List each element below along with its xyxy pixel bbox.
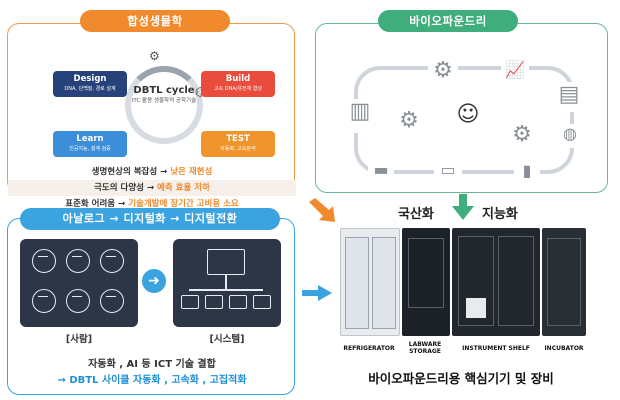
- fridge-door: [372, 237, 396, 329]
- person-icon: [66, 249, 90, 273]
- robot-arm-icon: ⚙: [149, 49, 160, 63]
- dbtl-test-sub: 자동화, 고속분석: [220, 146, 256, 152]
- synbio-header: 합성생물학: [80, 10, 230, 32]
- network-line: [225, 275, 227, 289]
- biofoundry-header: 바이오파운드리: [378, 10, 518, 32]
- equipment-title: 바이오파운드리용 핵심기기 및 장비: [368, 371, 554, 386]
- issue-arrow: →: [118, 199, 126, 209]
- equipment-label: INSTRUMENT SHELF: [462, 345, 530, 352]
- robot-arm-icon: ⚙: [508, 122, 536, 148]
- lab-instrument-icon: ▥: [346, 99, 374, 133]
- monitor-icon: [181, 295, 199, 309]
- issue-row: 표준화 어려움 → 기술개발에 장기간 고비용 소요: [8, 196, 296, 212]
- network-line: [189, 289, 263, 291]
- blue-arrow-icon: [302, 285, 332, 301]
- digital-header: 아날로그 → 디지털화 → 디지털전환: [20, 208, 280, 230]
- issue-cause: 표준화 어려움: [65, 199, 116, 209]
- ai-brain-icon: ☺: [451, 102, 485, 136]
- people-caption: [사람]: [65, 334, 93, 345]
- dbtl-build-title: Build: [225, 74, 251, 84]
- dbtl-design-sub: DNA, 단백질, 경로 설계: [64, 86, 116, 92]
- person-icon: [32, 289, 56, 313]
- dbtl-cycle-ring: [125, 66, 203, 144]
- shelf-bay: [498, 236, 534, 326]
- issue-row: 극도의 다양성 → 예측 효율 저하: [8, 180, 296, 196]
- issue-result: 낮은 재현성: [170, 167, 213, 177]
- green-arrow-icon: [452, 194, 474, 220]
- dbtl-center: DBTL cycle ITC 활용 생물학적 공학기술: [129, 85, 199, 105]
- dbtl-cycle-diagram: ⚙ ⌬ DBTL cycle ITC 활용 생물학적 공학기술 Design D…: [53, 49, 275, 164]
- issues-list: 생명현상의 복잡성 → 낮은 재현성 극도의 다양성 → 예측 효율 저하 표준…: [8, 164, 296, 212]
- person-icon: [100, 249, 124, 273]
- line-chart-icon: 📈: [501, 60, 529, 84]
- synbio-panel: ⚙ ⌬ DBTL cycle ITC 활용 생물학적 공학기술 Design D…: [7, 23, 296, 209]
- monitor-icon: [253, 295, 271, 309]
- issue-cause: 극도의 다양성: [94, 183, 144, 193]
- fridge-door: [345, 237, 369, 329]
- monitor-icon: [229, 295, 247, 309]
- issue-result: 기술개발에 장기간 고비용 소요: [128, 199, 239, 209]
- domestic-label: 국산화: [398, 207, 434, 222]
- person-icon: [100, 289, 124, 313]
- lab-device-icon: ▬: [368, 160, 394, 180]
- dbtl-center-subtitle: ITC 활용 생물학적 공학기술: [131, 98, 197, 104]
- issue-cause: 생명현상의 복잡성: [91, 167, 158, 177]
- person-icon: [32, 249, 56, 273]
- incubator-door: [547, 238, 581, 326]
- dbtl-title: DBTL cycle: [133, 85, 195, 96]
- pipette-rack-icon: ▮: [514, 161, 540, 180]
- dbtl-learn-box: Learn 인공지능, 설계 검증: [53, 131, 127, 157]
- storage-window: [408, 238, 444, 308]
- incubator-image: [542, 228, 586, 336]
- dna-icon: ⌬: [195, 85, 205, 99]
- shelf-bay: [458, 236, 494, 326]
- dbtl-build-sub: 고속 DNA/유전체 합성: [213, 86, 263, 92]
- plate-reader-icon: ▭: [434, 160, 462, 180]
- biofoundry-panel: ⚙ 📈 ▤ ◍ ▥ ⚙ ☺ ⚙ ▬ ▭ ▮: [315, 23, 608, 193]
- issue-arrow: →: [146, 183, 155, 193]
- web-browser-icon: ◍: [557, 124, 583, 148]
- system-panel: [173, 239, 281, 327]
- refrigerator-image: [340, 228, 400, 336]
- issue-arrow: →: [160, 167, 168, 177]
- intelligent-label: 지능화: [482, 207, 518, 222]
- digital-transform-panel: ➜ [사람] [시스템] 자동화 , AI 등 ICT 기술 결합 → DBTL…: [7, 218, 295, 395]
- equipment-label: REFRIGERATOR: [343, 345, 395, 352]
- dbtl-learn-title: Learn: [76, 134, 104, 144]
- equipment-label: INCUBATOR: [544, 345, 584, 352]
- dbtl-build-box: Build 고속 DNA/유전체 합성: [201, 71, 275, 97]
- system-caption: [시스템]: [209, 334, 245, 345]
- people-panel: [20, 239, 138, 327]
- issue-result: 예측 효율 저하: [157, 183, 210, 193]
- dbtl-test-box: TEST 자동화, 고속분석: [201, 131, 275, 157]
- arrow-right-icon: ➜: [142, 269, 166, 293]
- dbtl-test-title: TEST: [226, 134, 250, 144]
- database-icon: ▤: [556, 82, 582, 112]
- robot-arm-icon: ⚙: [428, 58, 458, 84]
- issue-row: 생명현상의 복잡성 → 낮은 재현성: [8, 164, 296, 180]
- digital-summary-line2: → DBTL 사이클 자동화 , 고속화 , 고집적화: [57, 375, 247, 386]
- dbtl-learn-sub: 인공지능, 설계 검증: [69, 146, 111, 152]
- robot-arm-icon: ⚙: [396, 108, 422, 136]
- monitor-icon: [205, 295, 223, 309]
- dbtl-design-box: Design DNA, 단백질, 경로 설계: [53, 71, 127, 97]
- orange-arrow-icon: [309, 198, 335, 222]
- labware-storage-image: [402, 228, 450, 336]
- monitor-icon: [207, 249, 245, 275]
- dbtl-design-title: Design: [73, 74, 107, 84]
- equipment-label: LABWARE STORAGE: [408, 341, 442, 355]
- instrument-device: [466, 298, 486, 318]
- person-icon: [66, 289, 90, 313]
- digital-summary-line1: 자동화 , AI 등 ICT 기술 결합: [88, 359, 216, 370]
- instrument-shelf-image: [452, 228, 540, 336]
